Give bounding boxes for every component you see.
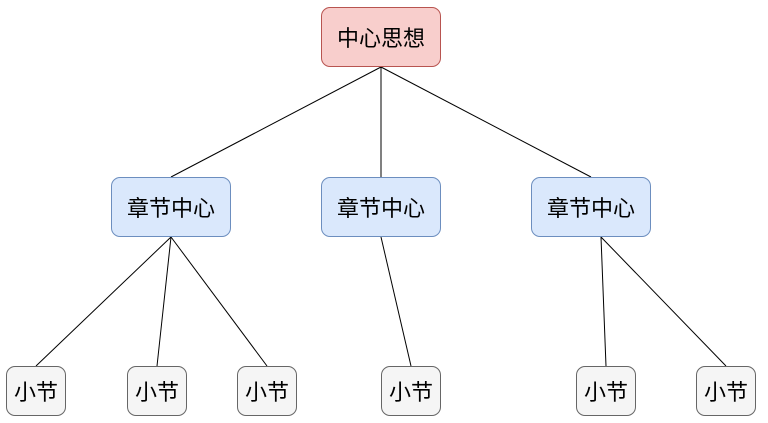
chapter-label: 章节中心 <box>126 197 215 222</box>
edge-chapter-2-section-1 <box>380 236 412 367</box>
chapter-label: 章节中心 <box>336 197 425 222</box>
section-label: 小节 <box>244 381 289 406</box>
chapter-node-2[interactable]: 章节中心 <box>321 177 441 237</box>
section-label: 小节 <box>388 381 433 406</box>
chapter-node-1[interactable]: 章节中心 <box>111 177 231 237</box>
section-label: 小节 <box>583 381 628 406</box>
chapter-label: 章节中心 <box>546 197 635 222</box>
chapter-node-3[interactable]: 章节中心 <box>531 177 651 237</box>
root-node[interactable]: 中心思想 <box>321 7 441 67</box>
section-label: 小节 <box>703 381 748 406</box>
edge-chapter-1-section-1 <box>35 236 172 367</box>
section-node[interactable]: 小节 <box>381 366 441 416</box>
section-node[interactable]: 小节 <box>696 366 756 416</box>
section-node[interactable]: 小节 <box>237 366 297 416</box>
edge-chapter-3-section-1 <box>600 236 607 367</box>
root-label: 中心思想 <box>336 27 425 52</box>
section-label: 小节 <box>134 381 179 406</box>
section-node[interactable]: 小节 <box>576 366 636 416</box>
edge-chapter-1-section-3 <box>170 236 268 367</box>
edge-root-chapter-1 <box>170 66 382 178</box>
section-label: 小节 <box>13 381 58 406</box>
section-node[interactable]: 小节 <box>6 366 66 416</box>
section-node[interactable]: 小节 <box>127 366 187 416</box>
edge-root-chapter-3 <box>380 66 592 178</box>
edge-chapter-1-section-2 <box>156 236 172 367</box>
edge-chapter-3-section-2 <box>600 236 727 367</box>
